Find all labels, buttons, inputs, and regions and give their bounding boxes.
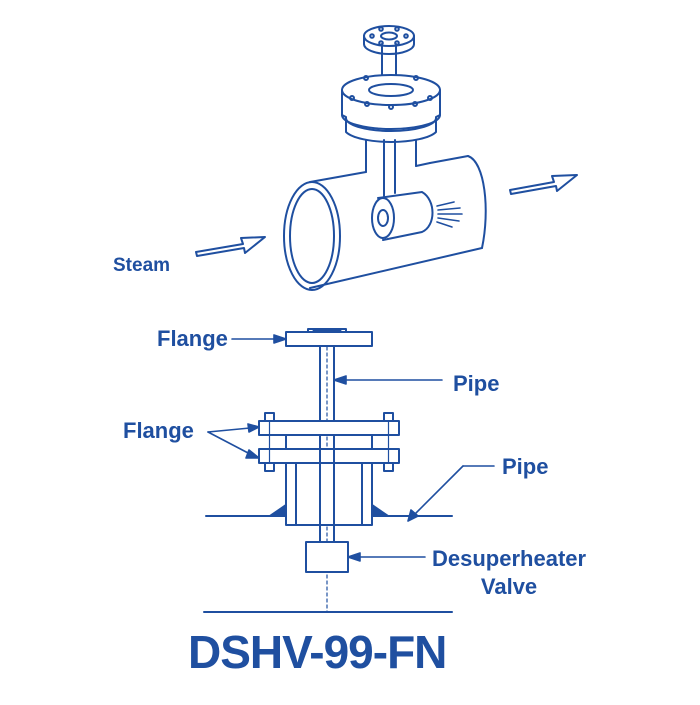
desuperheater-valve-block (305, 541, 349, 573)
model-number: DSHV-99-FN (188, 626, 447, 678)
desuperheater-label-line2: Valve (480, 574, 538, 599)
section-assembly (203, 328, 453, 613)
iso-top-flange (363, 25, 415, 55)
flange-pair-label: Flange (123, 418, 194, 443)
section-top-flange (285, 328, 373, 347)
weld-right (371, 504, 389, 517)
weld-left (269, 504, 287, 517)
leaders (207, 334, 495, 562)
iso-large-flange (341, 74, 441, 143)
pipe-main-label: Pipe (502, 454, 549, 479)
pipe-top-label: Pipe (453, 371, 500, 396)
iso-neck-ledge (415, 162, 431, 167)
desuperheater-label-line1: Desuperheater (432, 546, 587, 571)
isometric-assembly (195, 25, 578, 291)
steam-outlet-arrow (509, 174, 578, 195)
steam-inlet-arrow (195, 236, 266, 257)
iso-spray (436, 201, 463, 228)
steam-label: Steam (113, 255, 171, 276)
section-nozzle-body (285, 434, 373, 543)
iso-main-pipe (283, 155, 487, 291)
section-flange-pair (258, 412, 400, 472)
flange-top-label: Flange (157, 326, 228, 351)
desuperheater-valve-label: Desuperheater Valve (432, 545, 586, 601)
iso-nozzle (371, 191, 434, 241)
